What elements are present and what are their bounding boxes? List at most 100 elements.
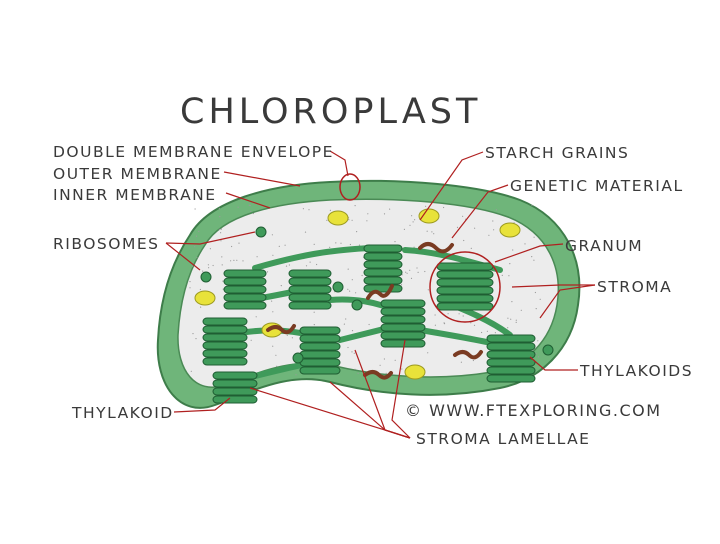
envelope-highlight-circle [339, 173, 361, 201]
stroma-dot [221, 256, 223, 258]
stroma-dot [208, 267, 210, 269]
stroma-dot [285, 265, 288, 267]
stroma-dot [492, 220, 494, 222]
stroma-dot [275, 354, 277, 356]
leader-line [173, 397, 231, 413]
ribosome [200, 271, 212, 283]
stroma-dot [329, 246, 331, 248]
stroma-dot [286, 334, 288, 336]
granum-stack [202, 317, 248, 366]
ribosomes-group [200, 226, 554, 364]
stroma-dot [212, 264, 214, 267]
stroma-dot [192, 333, 194, 335]
stroma-dot [302, 208, 304, 210]
stroma-dot [493, 229, 495, 231]
thylakoid-disc [288, 293, 332, 302]
stroma-dot [329, 209, 331, 211]
thylakoid-disc [202, 317, 248, 326]
stroma-dot [271, 234, 273, 236]
granum-stack [223, 269, 267, 310]
thylakoid-disc [223, 293, 267, 302]
stroma-dot [511, 301, 513, 303]
stroma-dot [383, 358, 385, 360]
stroma-dot [354, 205, 356, 207]
stroma-dot [431, 231, 433, 233]
thylakoid-disc [363, 284, 403, 293]
stroma-dot [295, 374, 297, 376]
thylakoid-disc [223, 269, 267, 278]
granum-stack [486, 334, 536, 383]
thylakoid-disc [363, 244, 403, 253]
stroma-dot [509, 263, 511, 265]
leader-line [165, 231, 256, 245]
label-starch-grains: STARCH GRAINS [485, 144, 630, 162]
leader-line [329, 150, 349, 177]
stroma-dot [488, 234, 490, 236]
stroma-dot [534, 291, 537, 294]
stroma-dot [414, 219, 416, 221]
stroma-dot [194, 246, 196, 248]
thylakoid-disc [486, 358, 536, 367]
stroma-dot [200, 306, 202, 308]
stroma-dot [284, 244, 286, 246]
granum-highlight-circle [429, 251, 501, 323]
stroma-dot [231, 245, 233, 248]
ribosome [542, 344, 554, 356]
stroma-dot [255, 316, 257, 318]
stroma-dot [248, 204, 250, 206]
stroma-dot [409, 224, 411, 226]
stroma-dot [443, 206, 445, 209]
stroma-dot [351, 351, 353, 353]
stroma-dot [472, 359, 474, 362]
thylakoid-disc [299, 366, 341, 375]
leader-line [511, 284, 595, 288]
leader-line [223, 171, 301, 187]
stroma-dot [458, 313, 460, 315]
stroma-dot [326, 219, 328, 221]
stroma-dot [272, 254, 274, 256]
starch-grains-group [194, 208, 521, 380]
stroma-dot [463, 239, 465, 242]
stroma-dot [345, 318, 347, 320]
stroma-dot [520, 309, 522, 311]
stroma-dot [272, 345, 274, 347]
stroma-dot [236, 259, 238, 261]
stroma-dot [189, 281, 191, 283]
granum-stack [363, 244, 403, 293]
stroma-dot [218, 228, 220, 231]
stroma-dot [515, 319, 517, 321]
dna-strand [418, 242, 454, 254]
starch-grain [499, 222, 521, 238]
stroma-dot [271, 300, 273, 302]
stroma-dot [416, 267, 418, 269]
stroma-dot [308, 209, 310, 211]
stroma-dot [220, 228, 222, 230]
stroma-dot [425, 205, 427, 207]
stroma-dot [433, 233, 435, 235]
stroma-dot [474, 227, 476, 229]
thylakoid-disc [436, 302, 494, 311]
thylakoid-disc [436, 270, 494, 279]
stroma-dot [434, 314, 436, 316]
stroma-dot [347, 288, 349, 290]
label-stroma: STROMA [597, 278, 673, 296]
stroma-dot [347, 268, 349, 270]
stroma-dot [403, 228, 405, 230]
stroma-dot [424, 270, 426, 273]
stroma-dot [222, 280, 224, 282]
label-double-membrane-envelope: DOUBLE MEMBRANE ENVELOPE [53, 143, 334, 161]
stroma-dot [340, 242, 342, 244]
stroma-dot [481, 331, 483, 334]
thylakoid-disc [436, 286, 494, 295]
leader-line [539, 284, 596, 319]
label-inner-membrane: INNER MEMBRANE [53, 186, 217, 204]
stroma-dot [351, 219, 353, 221]
thylakoid-disc [223, 277, 267, 286]
stroma-dot [367, 213, 369, 215]
stroma-dot [335, 242, 337, 244]
stroma-dot [510, 318, 512, 320]
thylakoid-disc [223, 301, 267, 310]
stroma-dot [394, 241, 396, 243]
stroma-dot [495, 209, 497, 211]
leader-line [529, 356, 578, 371]
